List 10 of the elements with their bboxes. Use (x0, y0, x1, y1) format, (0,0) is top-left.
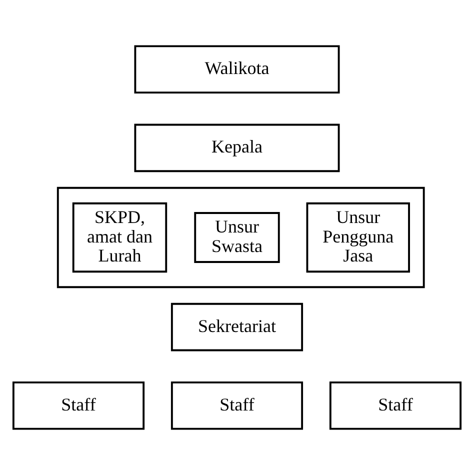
node-box: Walikota (134, 44, 340, 93)
node-box: Staff (12, 381, 145, 430)
node-box: Unsur Pengguna Jasa (306, 202, 410, 272)
cluster (56, 186, 425, 288)
node-box: Staff (170, 381, 304, 430)
node-box: Staff (329, 381, 462, 430)
node-box: SKPD, amat dan Lurah (72, 202, 168, 272)
node-box: Sekretariat (170, 302, 304, 351)
node-box: Unsur Swasta (194, 212, 280, 262)
node-box: Kepala (134, 123, 340, 172)
